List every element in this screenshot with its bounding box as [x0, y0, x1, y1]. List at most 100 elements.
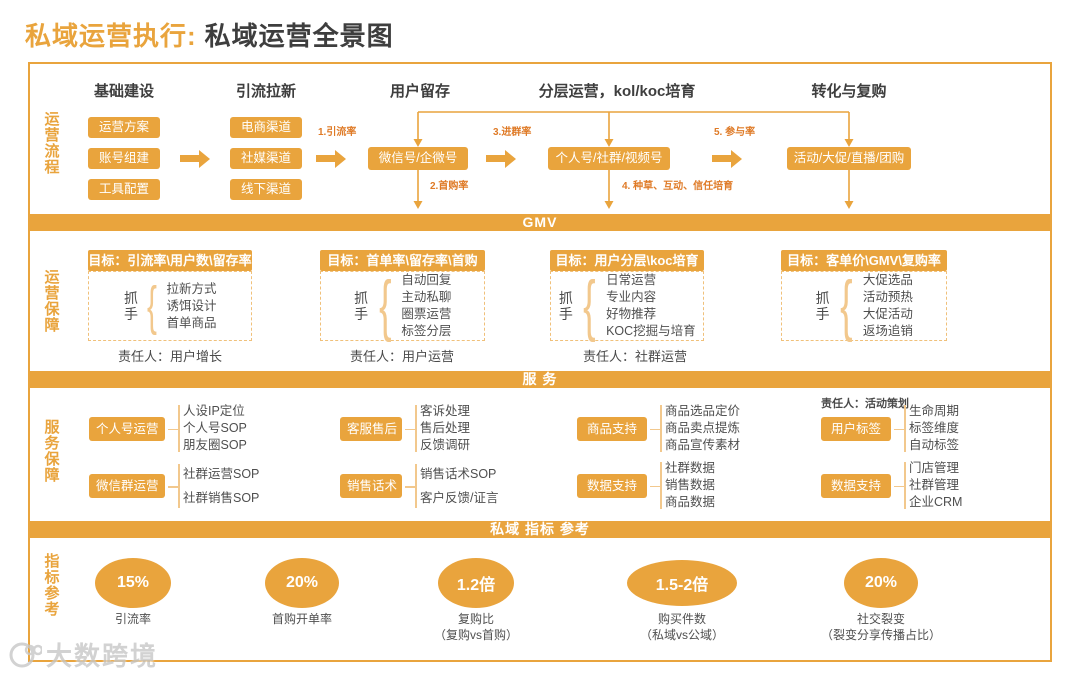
flow-header-retention: 用户留存	[389, 83, 451, 100]
service-item: 标签维度	[909, 421, 960, 435]
goal-block3: 目标：用户分层\koc培育	[550, 250, 704, 271]
owner-block1: 责任人：用户增长	[117, 349, 223, 364]
metric-ellipse-first-order: 20%	[265, 558, 339, 608]
flow-box-ecommerce-channel: 电商渠道	[230, 117, 302, 138]
handle-label: 抓手	[123, 290, 138, 322]
handle-item: KOC挖掘与培育	[606, 324, 696, 338]
service-group-wechat-group: 微信群运营 社群运营SOP 社群销售SOP	[89, 462, 259, 510]
page-title: 私域运营执行:私域运营全景图	[25, 16, 394, 53]
service-item: 社群销售SOP	[183, 491, 260, 505]
handle-item: 圈票运营	[401, 307, 452, 321]
handle-block4: 抓手 大促选品 活动预热 大促活动 返场追销	[781, 271, 947, 341]
metric-label: 购买件数 （私域vs公域）	[640, 611, 724, 643]
service-item: 个人号SOP	[183, 421, 247, 435]
flow-box-operation-plan: 运营方案	[88, 117, 160, 138]
metric-label-main: 首购开单率	[271, 612, 333, 626]
service-group-data-support-1: 数据支持 社群数据 销售数据 商品数据	[577, 460, 715, 511]
service-group-product-support: 商品支持 商品选品定价 商品卖点提炼 商品宣传素材	[577, 403, 740, 454]
metric-label-main: 复购比	[457, 612, 495, 626]
service-group-user-tags: 用户标签 生命周期 标签维度 自动标签	[821, 403, 959, 454]
metric-label: 社交裂变 （裂变分享传播占比）	[821, 611, 941, 643]
owner-block3: 责任人：社群运营	[582, 349, 688, 364]
side-label-operation-process: 运营流程	[44, 111, 60, 176]
handle-label: 抓手	[558, 290, 573, 322]
diagram-border	[28, 62, 1052, 662]
metric-ellipse-purchase-count: 1.5-2倍	[627, 560, 737, 606]
handle-item: 大促活动	[862, 307, 913, 321]
bracket-connector	[891, 460, 909, 511]
owner-block2: 责任人：用户运营	[349, 349, 455, 364]
handle-item: 专业内容	[606, 290, 657, 304]
gmv-bar: GMV	[28, 214, 1052, 231]
metric-label-sub: （复购vs首购）	[433, 628, 519, 642]
flow-box-account-setup: 账号组建	[88, 148, 160, 169]
bracket-connector	[647, 460, 665, 511]
title-main: 私域运营全景图	[204, 21, 394, 51]
watermark-logo-icon	[9, 642, 42, 667]
handle-item: 标签分层	[401, 324, 452, 338]
service-item: 客户反馈/证言	[420, 491, 499, 505]
metric-label: 首购开单率	[272, 611, 332, 627]
service-items: 商品选品定价 商品卖点提炼 商品宣传素材	[665, 403, 740, 454]
service-item: 反馈调研	[420, 438, 471, 452]
service-item: 门店管理	[909, 461, 960, 475]
service-box: 个人号运营	[89, 416, 165, 441]
handle-item: 诱饵设计	[166, 298, 217, 313]
handle-item: 主动私聊	[401, 290, 452, 304]
service-items: 社群数据 销售数据 商品数据	[665, 460, 715, 511]
watermark: 大数跨境	[8, 636, 158, 673]
service-item: 自动标签	[909, 438, 960, 452]
service-item: 人设IP定位	[183, 404, 245, 418]
arrow-right-4	[712, 149, 742, 168]
service-item: 社群运营SOP	[183, 467, 260, 481]
service-item: 商品宣传素材	[665, 438, 741, 452]
service-item: 社群管理	[909, 478, 960, 492]
service-items: 生命周期 标签维度 自动标签	[909, 403, 959, 454]
service-box: 数据支持	[577, 473, 647, 498]
brace-icon	[840, 275, 852, 336]
bracket-connector	[402, 462, 420, 510]
arrow-right-2	[316, 149, 346, 168]
service-items: 销售话术SOP 客户反馈/证言	[420, 462, 498, 510]
flow-label-traffic-rate: 1.引流率	[318, 127, 357, 138]
flow-label-trust-cultivation: 4. 种草、互动、信任培育	[622, 181, 734, 192]
flow-box-social-channel: 社媒渠道	[230, 148, 302, 169]
flow-box-offline-channel: 线下渠道	[230, 179, 302, 200]
handle-item: 拉新方式	[166, 281, 217, 296]
handle-label: 抓手	[815, 290, 830, 322]
handle-items: 日常运营 专业内容 好物推荐 KOC挖掘与培育	[606, 272, 696, 340]
service-item: 商品卖点提炼	[665, 421, 741, 435]
service-item: 商品数据	[665, 495, 716, 509]
side-label-metric-reference: 指标参考	[44, 553, 60, 618]
metric-label: 复购比 （复购vs首购）	[434, 611, 518, 643]
flow-node-campaign: 活动/大促/直播/团购	[787, 147, 911, 170]
handle-item: 好物推荐	[606, 307, 657, 321]
service-items: 社群运营SOP 社群销售SOP	[183, 462, 259, 510]
handle-block1: 抓手 拉新方式 诱饵设计 首单商品	[88, 271, 252, 341]
flow-box-tool-config: 工具配置	[88, 179, 160, 200]
service-item: 销售数据	[665, 478, 716, 492]
metric-label-sub: （私域vs公域）	[639, 628, 725, 642]
service-item: 商品选品定价	[665, 404, 741, 418]
bracket-connector	[165, 403, 183, 454]
service-group-customer-service: 客服售后 客诉处理 售后处理 反馈调研	[340, 403, 470, 454]
service-box: 客服售后	[340, 416, 402, 441]
service-item: 售后处理	[420, 421, 471, 435]
service-box: 微信群运营	[89, 474, 165, 498]
service-items: 人设IP定位 个人号SOP 朋友圈SOP	[183, 403, 247, 454]
owner-note-campaign-planning: 责任人：活动策划	[821, 398, 909, 410]
flow-header-foundation: 基础建设	[93, 83, 155, 100]
service-item: 生命周期	[909, 404, 960, 418]
service-item: 朋友圈SOP	[183, 438, 247, 452]
service-item: 销售话术SOP	[420, 467, 497, 481]
service-item: 社群数据	[665, 461, 716, 475]
metric-label: 引流率	[115, 611, 151, 627]
brace-icon	[379, 275, 391, 336]
metric-ellipse-repurchase: 1.2倍	[438, 558, 514, 608]
metric-label-main: 引流率	[114, 612, 152, 626]
brace-icon	[583, 275, 595, 336]
side-label-service-assurance: 服务保障	[44, 419, 60, 484]
arrow-right-3	[486, 149, 516, 168]
service-item: 客诉处理	[420, 404, 471, 418]
